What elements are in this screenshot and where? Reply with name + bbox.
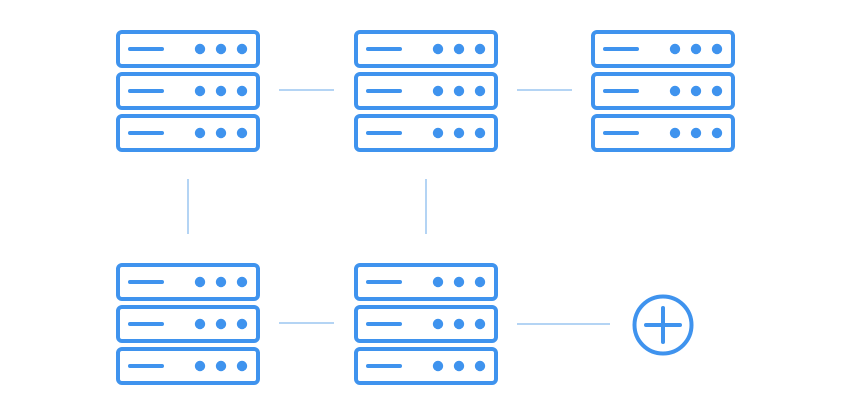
status-light — [453, 85, 465, 97]
status-light — [690, 127, 702, 139]
server-unit — [116, 263, 260, 301]
status-light — [711, 85, 723, 97]
server-unit-frame — [116, 30, 260, 68]
server-unit-frame — [116, 305, 260, 343]
server-unit — [591, 30, 735, 68]
server-unit-frame — [354, 263, 498, 301]
server-unit — [591, 72, 735, 110]
status-light — [669, 85, 681, 97]
server-unit — [116, 114, 260, 152]
server-unit — [116, 72, 260, 110]
server-unit — [354, 30, 498, 68]
status-light — [474, 360, 486, 372]
status-light — [453, 43, 465, 55]
status-light — [432, 318, 444, 330]
server-unit-frame — [116, 347, 260, 385]
connector-lines — [187, 89, 610, 325]
server-unit — [591, 114, 735, 152]
server-unit-frame — [354, 72, 498, 110]
server-unit-frame — [116, 263, 260, 301]
status-light — [194, 318, 206, 330]
status-light — [194, 85, 206, 97]
server-unit — [116, 347, 260, 385]
status-light — [474, 127, 486, 139]
add-server-button[interactable] — [632, 294, 694, 356]
server-unit — [354, 263, 498, 301]
status-light — [236, 360, 248, 372]
status-light — [215, 85, 227, 97]
status-light — [194, 276, 206, 288]
status-light — [215, 318, 227, 330]
status-light — [432, 276, 444, 288]
status-light — [474, 276, 486, 288]
server-rack-icon — [354, 30, 498, 152]
server-group — [116, 30, 735, 385]
status-light — [194, 43, 206, 55]
status-light — [432, 85, 444, 97]
status-light — [432, 360, 444, 372]
server-rack-icon — [116, 30, 260, 152]
server-unit-frame — [354, 347, 498, 385]
server-unit — [116, 305, 260, 343]
status-light — [669, 43, 681, 55]
status-light — [474, 43, 486, 55]
status-light — [711, 127, 723, 139]
status-light — [236, 127, 248, 139]
status-light — [215, 127, 227, 139]
status-light — [690, 43, 702, 55]
status-light — [453, 127, 465, 139]
server-unit-frame — [354, 30, 498, 68]
server-rack-icon — [591, 30, 735, 152]
status-light — [690, 85, 702, 97]
status-light — [432, 43, 444, 55]
server-unit-frame — [591, 114, 735, 152]
server-unit — [354, 72, 498, 110]
status-light — [453, 318, 465, 330]
server-rack-icon — [354, 263, 498, 385]
server-unit — [354, 114, 498, 152]
status-light — [236, 276, 248, 288]
server-unit — [354, 347, 498, 385]
status-light — [453, 360, 465, 372]
status-light — [474, 85, 486, 97]
server-unit — [116, 30, 260, 68]
server-unit-frame — [116, 114, 260, 152]
status-light — [194, 127, 206, 139]
status-light — [432, 127, 444, 139]
server-unit-frame — [591, 30, 735, 68]
server-unit-frame — [591, 72, 735, 110]
status-light — [711, 43, 723, 55]
status-light — [453, 276, 465, 288]
status-light — [236, 318, 248, 330]
server-unit-frame — [354, 114, 498, 152]
status-light — [194, 360, 206, 372]
server-unit-frame — [354, 305, 498, 343]
status-light — [669, 127, 681, 139]
status-light — [236, 43, 248, 55]
server-unit-frame — [116, 72, 260, 110]
status-light — [215, 360, 227, 372]
status-light — [474, 318, 486, 330]
status-light — [215, 43, 227, 55]
status-light — [236, 85, 248, 97]
server-rack-icon — [116, 263, 260, 385]
server-unit — [354, 305, 498, 343]
status-light — [215, 276, 227, 288]
